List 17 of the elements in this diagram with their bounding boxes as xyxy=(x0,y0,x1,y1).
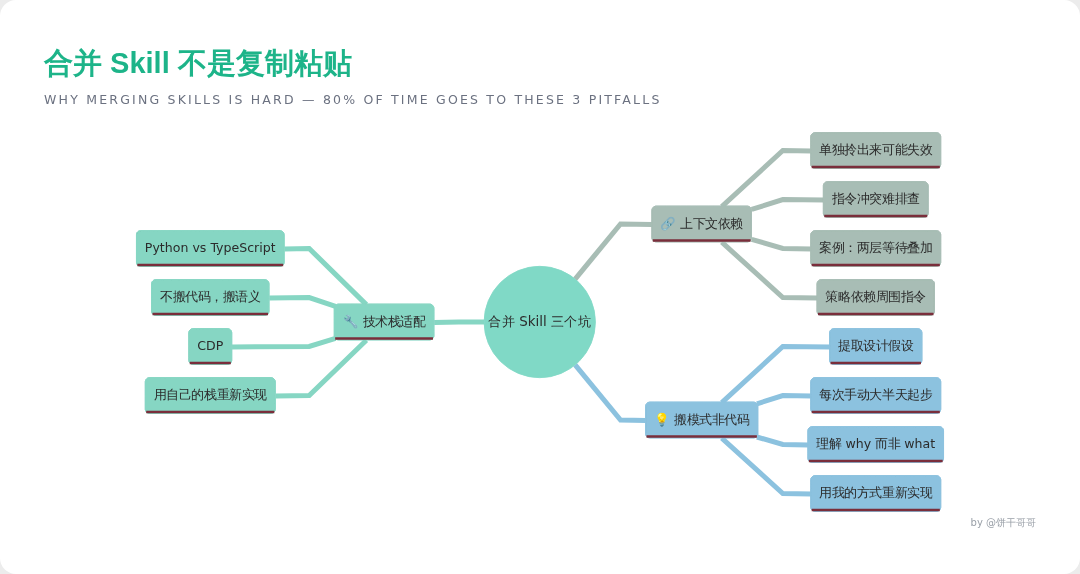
author-credit: by @饼干哥哥 xyxy=(970,516,1036,530)
connector xyxy=(720,436,812,497)
connector xyxy=(750,197,824,212)
connector xyxy=(573,221,653,281)
connector xyxy=(720,240,818,301)
connector xyxy=(573,363,647,423)
connector xyxy=(434,319,485,325)
connector xyxy=(232,336,337,350)
connector xyxy=(756,434,809,448)
connector xyxy=(756,392,812,407)
connector xyxy=(750,236,812,252)
subtitle: WHY MERGING SKILLS IS HARD — 80% OF TIME GOES TO THESE 3 PITFALLS xyxy=(44,92,662,107)
title: 合并 Skill 不是复制粘贴 xyxy=(44,46,352,81)
connector xyxy=(269,295,337,309)
connector xyxy=(720,343,831,405)
node-circle: 合并 Skill 三个坑 xyxy=(483,265,596,379)
connector xyxy=(275,338,369,399)
